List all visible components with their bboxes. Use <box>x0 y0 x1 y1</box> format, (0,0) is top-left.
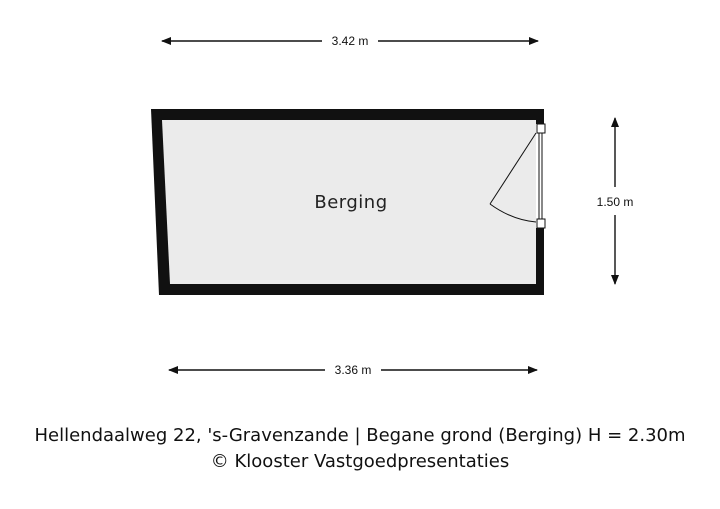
dimension-right-label: 1.50 m <box>597 195 634 209</box>
caption-address: Hellendaalweg 22, 's-Gravenzande | Began… <box>34 425 686 446</box>
room-floor <box>162 120 536 284</box>
swing-door-icon <box>489 123 546 229</box>
dimension-right: 1.50 m <box>597 117 634 285</box>
room-label: Berging <box>314 192 387 213</box>
dimension-top-label: 3.42 m <box>332 34 369 48</box>
dimension-top: 3.42 m <box>161 34 539 48</box>
floor-plan: 3.42 m Berging 1.50 m 3.36 m <box>151 34 634 377</box>
dimension-bottom: 3.36 m <box>168 363 538 377</box>
caption-copyright: © Klooster Vastgoedpresentaties <box>210 451 510 472</box>
dimension-bottom-label: 3.36 m <box>335 363 372 377</box>
